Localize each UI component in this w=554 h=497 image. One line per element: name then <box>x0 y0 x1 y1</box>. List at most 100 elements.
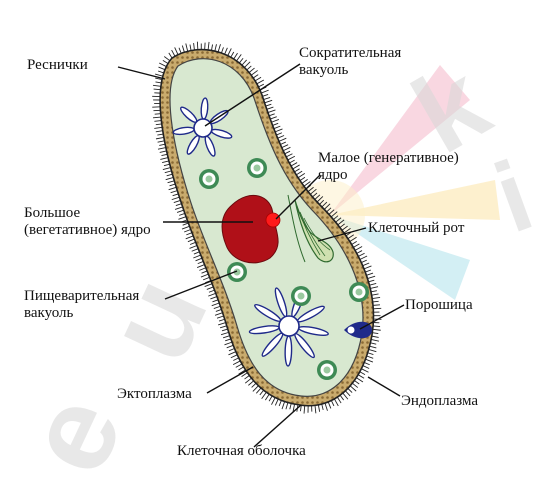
cilium <box>281 401 286 410</box>
cilium <box>272 122 279 126</box>
cilium <box>297 172 306 179</box>
cell-mouth <box>294 199 334 263</box>
cilium <box>155 137 164 140</box>
label-anal-pore: Порошица <box>405 297 473 314</box>
cilium <box>227 48 232 56</box>
cilium <box>155 130 163 133</box>
cilium <box>268 395 273 402</box>
cilium <box>349 236 357 242</box>
cilium <box>268 113 275 117</box>
label-macronucleus: Большое (вегетативное) ядро <box>24 205 151 239</box>
cilium <box>252 74 259 79</box>
cilium <box>217 322 226 326</box>
leader-membrane <box>253 404 302 448</box>
cilium <box>277 135 285 139</box>
cilium <box>282 146 291 152</box>
label-mouth-text: Клеточный рот <box>368 220 465 236</box>
food-vacuole-core <box>297 292 305 300</box>
label-cell-mouth: Клеточный рот <box>368 220 464 237</box>
cilium <box>363 265 372 270</box>
cilium <box>238 57 244 64</box>
cilium <box>159 150 167 153</box>
leader-mouth <box>317 227 367 242</box>
cilium <box>367 275 376 279</box>
cilium <box>216 315 224 319</box>
cilium <box>359 255 368 260</box>
cilium <box>336 396 342 404</box>
cilium <box>160 157 169 160</box>
cilium <box>264 393 270 401</box>
label-contractile-line-1: Сократительная <box>299 45 402 61</box>
cilium <box>271 397 276 405</box>
cilium <box>367 352 374 356</box>
cilium <box>343 228 351 234</box>
label-ectoplasm: Эктоплазма <box>117 386 192 403</box>
cilium <box>252 385 259 392</box>
cilium <box>347 388 353 393</box>
cilium <box>333 215 339 220</box>
cilium <box>169 183 176 187</box>
cilium <box>289 159 295 164</box>
cilium <box>292 164 300 170</box>
cilium <box>162 167 171 171</box>
cilium <box>187 238 195 243</box>
cilium <box>321 201 328 208</box>
cilium <box>154 126 163 129</box>
cilium <box>152 84 161 87</box>
cilium <box>152 116 162 119</box>
cilium <box>368 279 375 283</box>
cilium <box>289 403 292 410</box>
cilium <box>323 203 331 210</box>
cilium <box>185 43 189 52</box>
cilium <box>270 116 277 120</box>
cilium <box>342 392 349 400</box>
cilium <box>366 272 374 276</box>
leader-micronucleus <box>275 174 321 220</box>
cilium <box>163 56 171 62</box>
cilium <box>366 355 374 359</box>
cilium <box>193 251 200 255</box>
anal-pore-center <box>347 326 355 334</box>
cilium <box>166 173 173 177</box>
cilium <box>358 252 365 257</box>
cilium <box>221 47 224 54</box>
cilium <box>368 349 377 353</box>
cilium <box>314 405 317 414</box>
cilium <box>263 96 271 101</box>
cilium <box>285 402 289 410</box>
leader-contractile <box>204 63 301 127</box>
cilium <box>303 405 306 414</box>
cell-mouth-cilia <box>296 205 331 257</box>
cilium <box>248 67 255 73</box>
cilium <box>236 54 242 62</box>
vacuole-center <box>278 315 300 337</box>
cilium <box>294 168 300 173</box>
cilium <box>303 181 311 187</box>
label-digestive-line-1: Пищеварительная <box>24 288 140 304</box>
cilium <box>356 377 364 383</box>
cilium <box>191 248 199 252</box>
cilium <box>369 345 377 349</box>
label-digestive-line-2: вакуоль <box>24 305 74 321</box>
cilium <box>189 44 192 51</box>
cilium <box>317 404 321 412</box>
cilium <box>226 344 234 349</box>
cilium <box>228 351 236 356</box>
cilium <box>189 241 196 245</box>
cilium <box>173 199 181 204</box>
cilium <box>372 328 381 331</box>
cilium <box>215 309 222 312</box>
cilium <box>168 52 173 59</box>
cilium <box>155 123 162 126</box>
cilium <box>365 269 372 273</box>
cilium <box>164 170 172 174</box>
cilium <box>208 292 216 297</box>
cilium <box>339 223 345 228</box>
cilium <box>158 66 166 71</box>
cilium <box>349 385 357 392</box>
cilium <box>174 206 183 210</box>
cilium <box>255 387 262 394</box>
cilium <box>189 245 198 249</box>
cilium <box>324 403 328 411</box>
